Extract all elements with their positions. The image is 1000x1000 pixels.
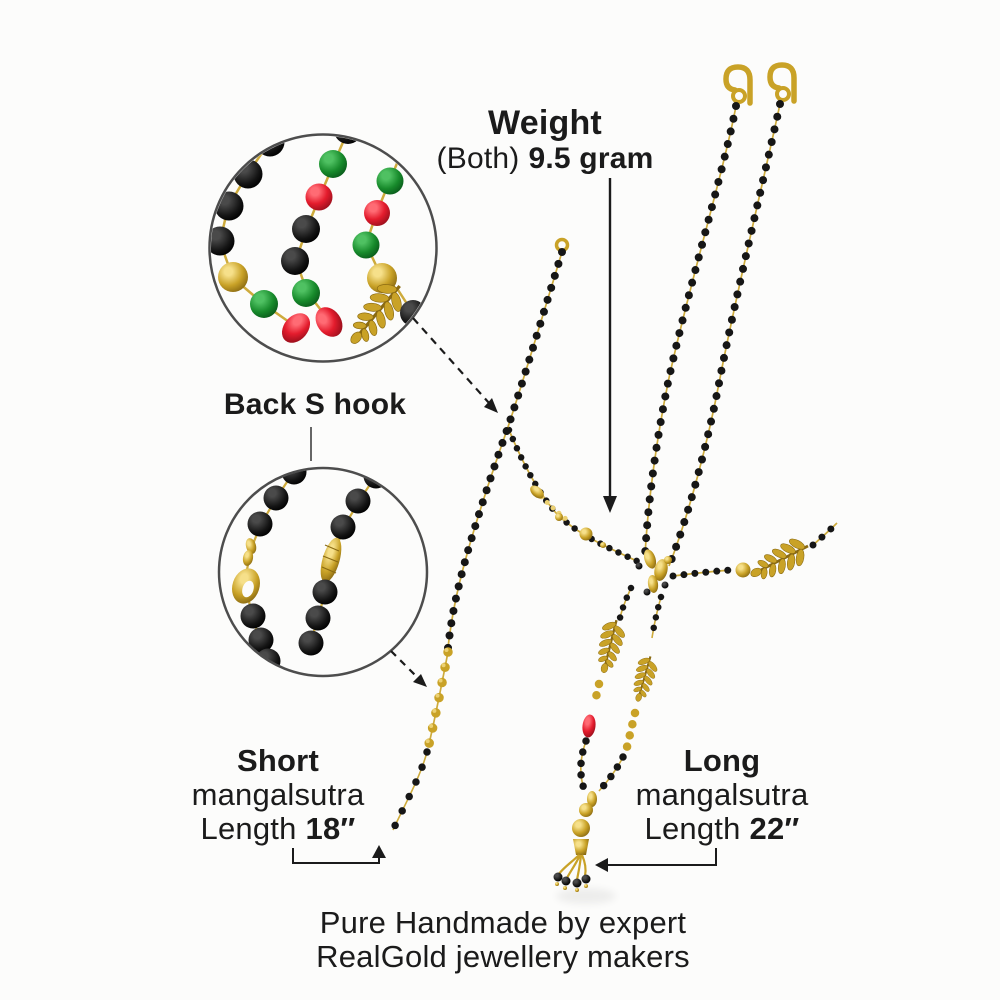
short-length-pointer bbox=[292, 845, 386, 864]
footer-line2: RealGold jewellery makers bbox=[316, 939, 690, 974]
long-subtitle: mangalsutra bbox=[635, 777, 809, 812]
s-hook-clasp-left bbox=[723, 64, 753, 106]
center-dangle bbox=[577, 584, 665, 795]
long-chain-right-strand bbox=[665, 100, 784, 570]
s-hook-clasp-right bbox=[767, 62, 797, 104]
bead-detail-zoom bbox=[208, 133, 438, 363]
clasp-detail-content bbox=[232, 469, 389, 674]
weight-callout: Weight (Both)9.5 gram bbox=[395, 104, 695, 176]
leaf-sprig bbox=[742, 530, 817, 591]
annotations bbox=[292, 178, 717, 872]
leaf-pendant-right bbox=[625, 652, 663, 706]
clasp-zoom-dashed-arrow bbox=[390, 650, 427, 687]
tassel bbox=[553, 791, 616, 904]
long-chain-left-strand bbox=[641, 102, 740, 560]
twisted-s-hook bbox=[320, 537, 342, 583]
gold-textured-bead bbox=[735, 562, 751, 578]
short-title: Short bbox=[237, 743, 319, 778]
chain-junction bbox=[635, 549, 672, 596]
weight-arrow bbox=[603, 178, 617, 513]
clasp-detail-zoom-circle bbox=[217, 466, 429, 678]
beads-zoom-dashed-arrow bbox=[412, 317, 498, 413]
red-bead bbox=[582, 714, 596, 738]
footer-line1: Pure Handmade by expert bbox=[319, 905, 687, 940]
gold-bead-section bbox=[424, 647, 453, 749]
footer-text: Pure Handmade by expert RealGold jewelle… bbox=[303, 906, 703, 974]
weight-value: (Both)9.5 gram bbox=[436, 142, 654, 175]
long-length-pointer bbox=[595, 848, 717, 872]
weight-title: Weight bbox=[488, 104, 602, 142]
clasp-detail-zoom bbox=[217, 466, 429, 678]
leaf-pendant-left bbox=[589, 615, 631, 678]
chain-tip bbox=[389, 748, 431, 834]
eye-clasp bbox=[232, 568, 260, 604]
long-chain-curve-arm bbox=[505, 426, 643, 566]
short-mangalsutra bbox=[389, 237, 570, 834]
long-title: Long bbox=[683, 743, 761, 778]
back-s-hook-label: Back S hook bbox=[223, 388, 407, 421]
right-arm-with-leaf-sprig bbox=[669, 519, 841, 591]
short-subtitle: mangalsutra bbox=[191, 777, 365, 812]
bead-detail-zoom-circle bbox=[208, 133, 438, 363]
long-mangalsutra bbox=[505, 62, 841, 904]
